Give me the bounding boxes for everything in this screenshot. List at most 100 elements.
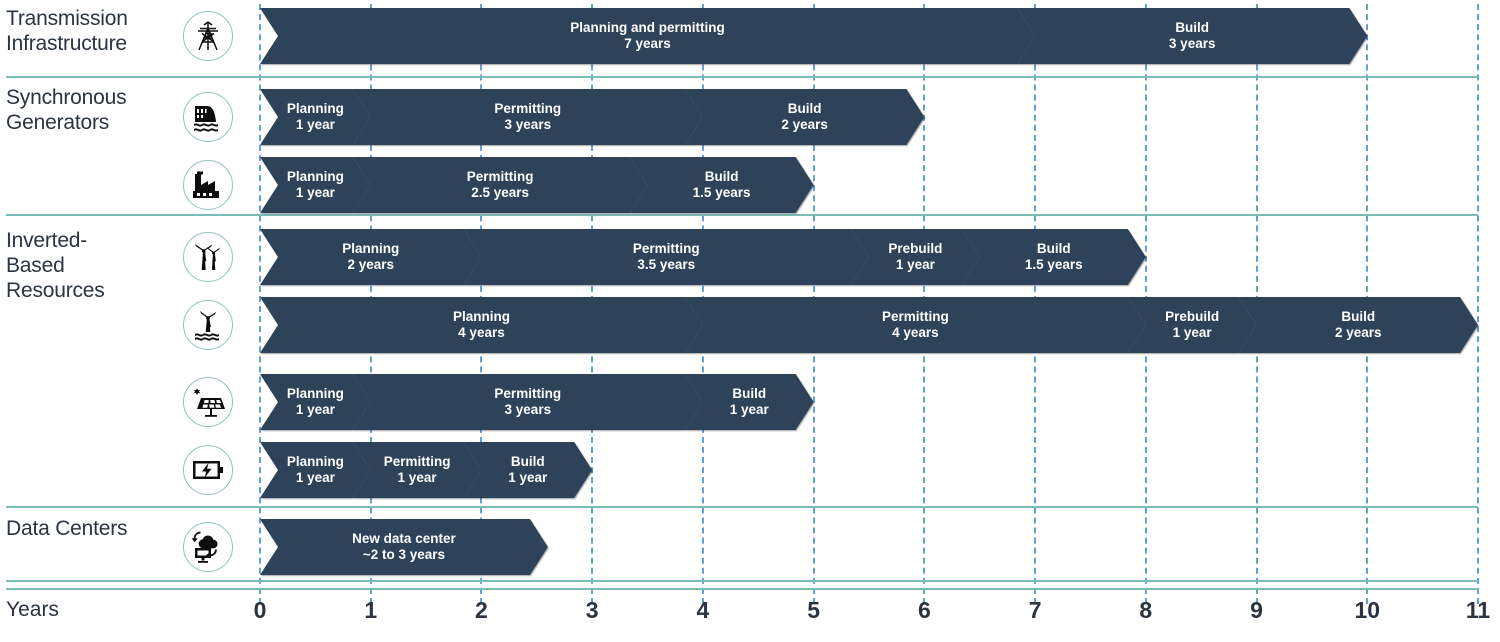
x-axis-line <box>6 588 1478 590</box>
hydro-dam-icon <box>183 92 233 142</box>
segment-duration: 1 year <box>895 257 935 272</box>
x-tick-4: 4 <box>696 597 710 623</box>
segment-duration: 2.5 years <box>471 185 530 200</box>
segment-name: Planning <box>286 169 344 184</box>
segment-duration: 4 years <box>892 325 939 340</box>
group-label-2: Inverted- Based Resources <box>6 229 105 302</box>
row-separator-3 <box>6 580 1478 582</box>
x-tick-3: 3 <box>585 597 599 623</box>
x-tick-10: 10 <box>1354 597 1381 623</box>
row-separator-1 <box>6 214 1478 216</box>
segment-duration: 2 years <box>781 117 828 132</box>
transmission-tower-icon <box>183 11 233 61</box>
group-label-0: Transmission Infrastructure <box>6 7 128 55</box>
segment-name: Prebuild <box>1165 309 1220 324</box>
segment-duration: 1 year <box>508 470 548 485</box>
x-tick-7: 7 <box>1028 597 1042 623</box>
x-axis-title: Years <box>6 598 59 621</box>
segment-name: Build <box>1341 309 1376 324</box>
x-tick-6: 6 <box>917 597 931 623</box>
segment-duration: 1.5 years <box>1024 257 1083 272</box>
timeline-bar[interactable]: New data center~2 to 3 years <box>260 519 548 575</box>
segment-name: Permitting <box>632 241 700 256</box>
segment-duration: 3 years <box>1168 36 1216 51</box>
gridline-year-11 <box>1477 4 1480 604</box>
segment-duration: 7 years <box>624 36 671 51</box>
group-label-1: Synchronous Generators <box>6 86 127 134</box>
segment-name: Prebuild <box>888 241 943 256</box>
x-tick-9: 9 <box>1250 597 1263 623</box>
segment-name: Build <box>787 101 822 116</box>
segment-name: Planning <box>286 101 344 116</box>
row-separator-0 <box>6 76 1478 78</box>
segment-duration: 1 year <box>295 402 335 417</box>
segment-duration: 3 years <box>504 117 552 132</box>
segment-name: Build <box>732 386 767 401</box>
onshore-wind-icon <box>183 232 233 282</box>
x-tick-0: 0 <box>253 597 267 623</box>
data-center-cloud-icon <box>183 522 233 572</box>
segment-name: Build <box>510 454 545 469</box>
segment-duration: 2 years <box>1334 325 1382 340</box>
battery-storage-icon <box>183 445 233 495</box>
segment-name: New data center <box>352 531 456 546</box>
segment-duration: 3 years <box>504 402 552 417</box>
segment-name: Build <box>1036 241 1071 256</box>
segment-duration: 1.5 years <box>692 185 751 200</box>
segment-name: Permitting <box>494 386 562 401</box>
group-label-3: Data Centers <box>6 517 128 540</box>
timeline-segment[interactable]: New data center~2 to 3 years <box>260 519 548 575</box>
thermal-plant-icon <box>183 160 233 210</box>
segment-name: Planning <box>452 309 510 324</box>
segment-duration: 2 years <box>347 257 394 272</box>
segment-label: New data center~2 to 3 years <box>348 531 460 563</box>
x-tick-2: 2 <box>475 597 488 623</box>
offshore-wind-icon <box>183 300 233 350</box>
